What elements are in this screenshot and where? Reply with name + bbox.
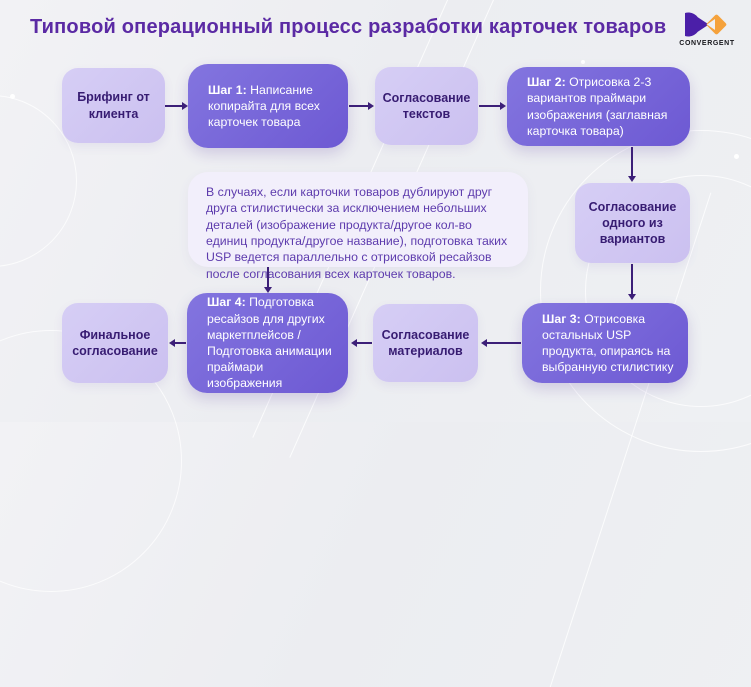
convergent-logo-text: CONVERGENT — [679, 40, 735, 47]
step-label: Шаг 1: — [208, 82, 251, 97]
node-final-approval: Финальное согласование — [62, 303, 168, 383]
step-label: Шаг 2: — [527, 75, 570, 90]
node-label: Согласование текстов — [382, 90, 471, 121]
step-description: Подготовка ресайзов для других маркетпле… — [207, 295, 332, 391]
node-approve-texts: Согласование текстов — [375, 67, 478, 145]
node-approve-one-variant: Согласование одного из вариантов — [575, 183, 690, 263]
node-label: Брифинг от клиента — [77, 90, 150, 121]
slide: Типовой операционный процесс разработки … — [0, 12, 751, 592]
node-client-briefing: Брифинг от клиента — [62, 68, 165, 143]
node-text: Шаг 2: Отрисовка 2-3 вариантов праймари … — [527, 74, 676, 139]
node-step-1: Шаг 1: Написание копирайта для всех карт… — [188, 64, 348, 148]
node-text: Шаг 3: Отрисовка остальных USP продукта,… — [542, 311, 674, 376]
node-label: Согласование материалов — [381, 327, 470, 358]
note-text: В случаях, если карточки товаров дублиру… — [206, 185, 508, 281]
decorative-circle — [540, 130, 751, 452]
step-label: Шаг 3: — [542, 311, 585, 326]
convergent-logo: CONVERGENT — [676, 12, 738, 47]
step-description: Написание копирайта для всех карточек то… — [208, 82, 320, 130]
note-parallel-usp: В случаях, если карточки товаров дублиру… — [188, 172, 528, 281]
node-step-2: Шаг 2: Отрисовка 2-3 вариантов праймари … — [507, 67, 690, 146]
decorative-dot — [10, 94, 15, 99]
node-step-4: Шаг 4: Подготовка ресайзов для других ма… — [187, 293, 348, 393]
node-label: Согласование одного из вариантов — [588, 199, 677, 247]
node-text: Шаг 1: Написание копирайта для всех карт… — [208, 82, 334, 131]
node-approve-materials: Согласование материалов — [373, 304, 478, 382]
decorative-dot — [734, 154, 739, 159]
convergent-logo-icon — [685, 12, 727, 37]
step-description: Отрисовка остальных USP продукта, опирая… — [542, 311, 674, 375]
decorative-dot — [581, 60, 585, 64]
step-description: Отрисовка 2-3 вариантов праймари изображ… — [527, 75, 668, 138]
page-title: Типовой операционный процесс разработки … — [30, 16, 667, 38]
node-label: Финальное согласование — [72, 327, 158, 358]
node-step-3: Шаг 3: Отрисовка остальных USP продукта,… — [522, 303, 688, 383]
step-label: Шаг 4: — [207, 295, 250, 310]
node-text: Шаг 4: Подготовка ресайзов для других ма… — [207, 294, 334, 391]
